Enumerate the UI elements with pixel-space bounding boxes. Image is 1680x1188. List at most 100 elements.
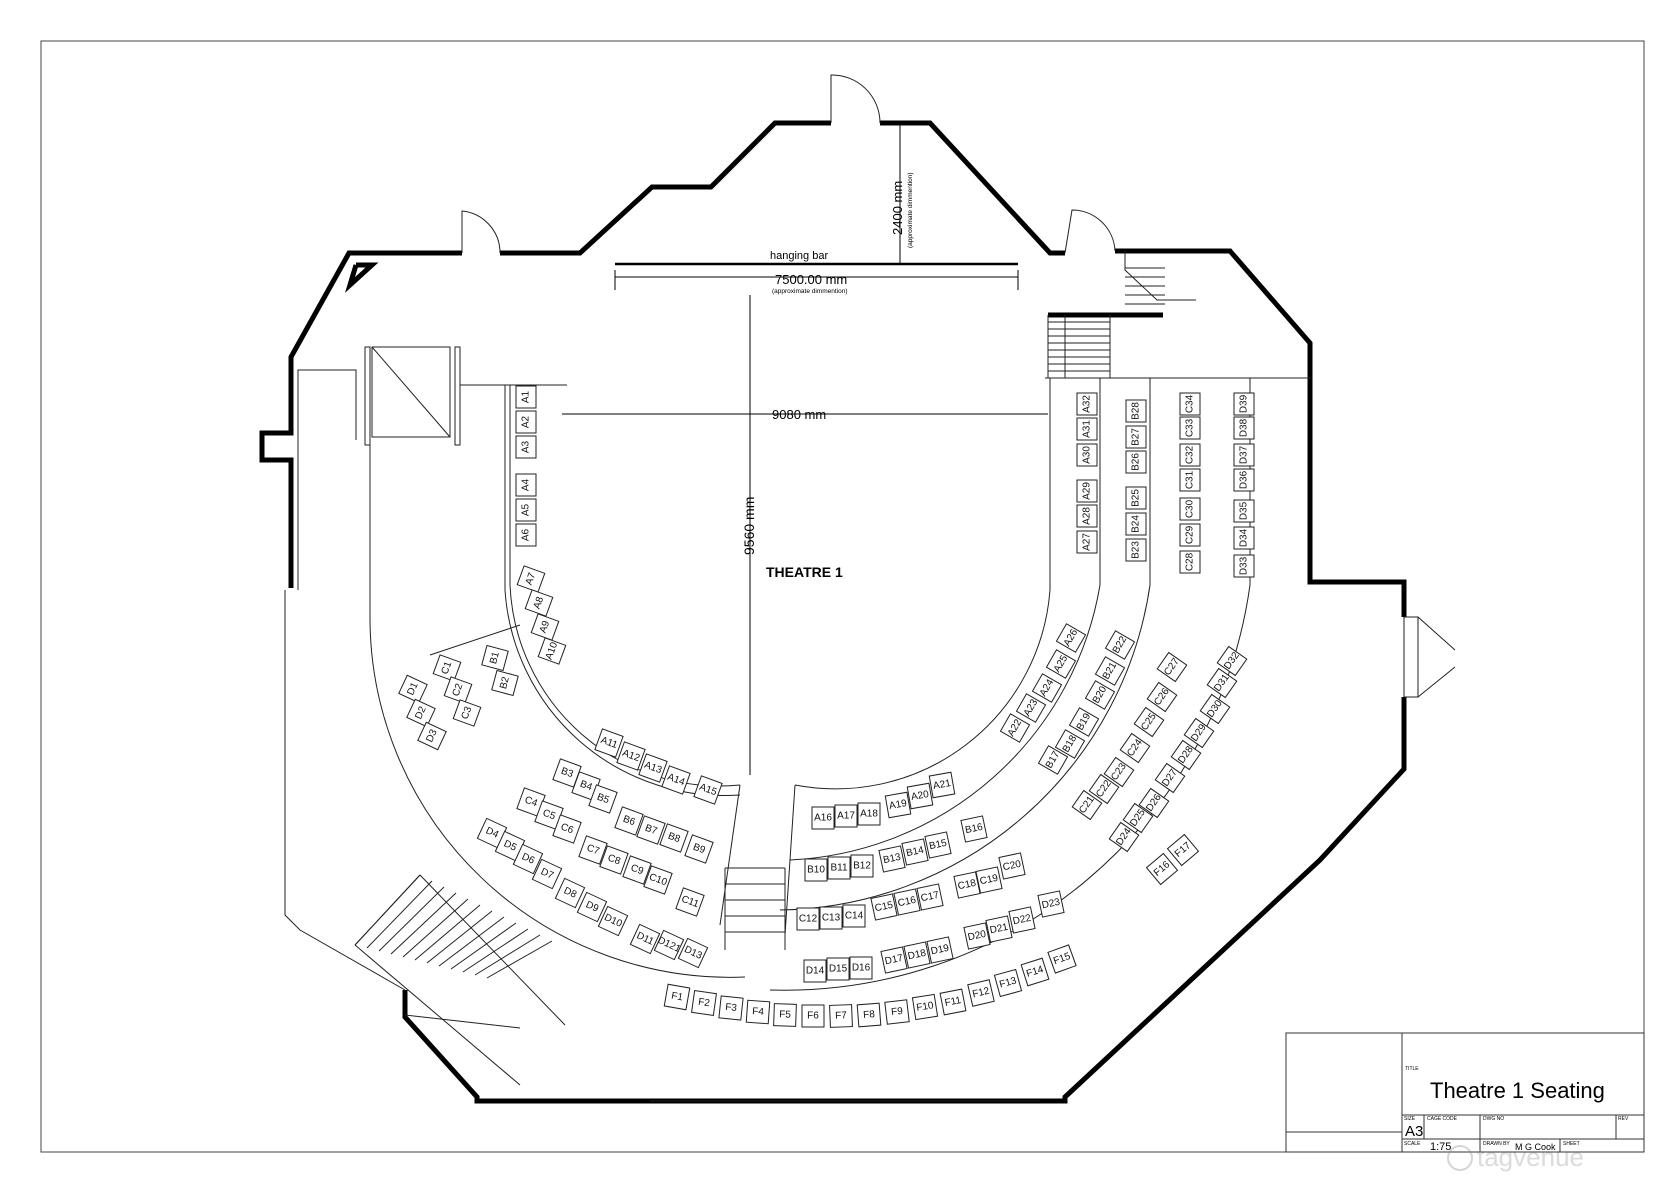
- seat-b6[interactable]: B6: [614, 806, 644, 836]
- seat-b20[interactable]: B20: [1084, 680, 1116, 710]
- seat-b25[interactable]: B25: [1125, 486, 1147, 510]
- seat-f15[interactable]: F15: [1047, 944, 1077, 974]
- seat-b21[interactable]: B21: [1094, 656, 1126, 686]
- seat-a32[interactable]: A32: [1076, 392, 1098, 416]
- seat-a10[interactable]: A10: [537, 637, 567, 665]
- seat-b27[interactable]: B27: [1125, 425, 1147, 449]
- seat-d9[interactable]: D9: [576, 891, 608, 923]
- seat-a6[interactable]: A6: [515, 523, 537, 547]
- seat-d1[interactable]: D1: [398, 674, 428, 704]
- seat-c10[interactable]: C10: [643, 865, 673, 895]
- seat-a5[interactable]: A5: [515, 498, 537, 522]
- seat-d22[interactable]: D22: [1008, 906, 1036, 934]
- seat-a9[interactable]: A9: [530, 613, 560, 641]
- seat-a29[interactable]: A29: [1076, 479, 1098, 503]
- seat-d121[interactable]: D121: [653, 929, 685, 961]
- seat-d28[interactable]: D28: [1170, 739, 1202, 771]
- seat-c24[interactable]: C24: [1119, 732, 1151, 764]
- seat-b23[interactable]: B23: [1125, 538, 1147, 562]
- seat-f7[interactable]: F7: [829, 1004, 853, 1028]
- seat-b1[interactable]: B1: [481, 644, 509, 672]
- seat-d19[interactable]: D19: [926, 936, 954, 964]
- seat-d11[interactable]: D11: [629, 923, 661, 955]
- seat-c33[interactable]: C33: [1179, 416, 1201, 440]
- seat-c25[interactable]: C25: [1133, 706, 1165, 738]
- seat-a1[interactable]: A1: [515, 385, 537, 409]
- seat-b15[interactable]: B15: [924, 831, 952, 859]
- seat-a12[interactable]: A12: [616, 741, 646, 771]
- seat-f5[interactable]: F5: [773, 1003, 797, 1027]
- seat-a3[interactable]: A3: [515, 435, 537, 459]
- seat-c16[interactable]: C16: [893, 888, 921, 916]
- seat-d31[interactable]: D31: [1206, 667, 1238, 699]
- seat-b10[interactable]: B10: [804, 858, 828, 882]
- seat-b19[interactable]: B19: [1068, 707, 1100, 737]
- seat-b28[interactable]: B28: [1125, 399, 1147, 423]
- seat-a2[interactable]: A2: [515, 410, 537, 434]
- seat-f11[interactable]: F11: [939, 988, 967, 1016]
- seat-d35[interactable]: D35: [1233, 499, 1255, 523]
- seat-c13[interactable]: C13: [819, 906, 843, 930]
- seat-d32[interactable]: D32: [1216, 645, 1248, 677]
- seat-b9[interactable]: B9: [684, 834, 714, 864]
- seat-c22[interactable]: C22: [1088, 773, 1120, 805]
- seat-d37[interactable]: D37: [1233, 443, 1255, 467]
- seat-d33[interactable]: D33: [1233, 554, 1255, 578]
- seat-d10[interactable]: D10: [597, 905, 629, 937]
- seat-a16[interactable]: A16: [811, 806, 835, 830]
- seat-a14[interactable]: A14: [661, 765, 691, 795]
- seat-b2[interactable]: B2: [491, 669, 519, 697]
- seat-d38[interactable]: D38: [1233, 416, 1255, 440]
- seat-a21[interactable]: A21: [928, 771, 956, 799]
- seat-a15[interactable]: A15: [693, 775, 723, 805]
- seat-b24[interactable]: B24: [1125, 512, 1147, 536]
- seat-b13[interactable]: B13: [878, 845, 906, 873]
- seat-c12[interactable]: C12: [796, 907, 820, 931]
- seat-c18[interactable]: C18: [953, 871, 981, 899]
- seat-a20[interactable]: A20: [906, 782, 934, 810]
- seat-c31[interactable]: C31: [1179, 468, 1201, 492]
- seat-d7[interactable]: D7: [531, 858, 563, 890]
- seat-f10[interactable]: F10: [911, 993, 939, 1021]
- seat-b18[interactable]: B18: [1054, 729, 1086, 759]
- seat-c30[interactable]: C30: [1179, 497, 1201, 521]
- seat-d27[interactable]: D27: [1154, 762, 1186, 794]
- seat-c8[interactable]: C8: [599, 845, 629, 875]
- seat-c2[interactable]: C2: [443, 676, 473, 704]
- seat-c5[interactable]: C5: [534, 800, 564, 830]
- seat-c34[interactable]: C34: [1179, 392, 1201, 416]
- seat-b5[interactable]: B5: [588, 784, 618, 814]
- seat-b8[interactable]: B8: [659, 823, 689, 853]
- seat-c6[interactable]: C6: [552, 814, 582, 844]
- seat-c28[interactable]: C28: [1179, 550, 1201, 574]
- seat-a28[interactable]: A28: [1076, 504, 1098, 528]
- seat-f4[interactable]: F4: [745, 999, 771, 1025]
- seat-c4[interactable]: C4: [516, 787, 546, 817]
- seat-d23[interactable]: D23: [1037, 890, 1065, 918]
- seat-b12[interactable]: B12: [850, 854, 874, 878]
- seat-a30[interactable]: A30: [1076, 443, 1098, 467]
- seat-a17[interactable]: A17: [834, 804, 858, 828]
- seat-c29[interactable]: C29: [1179, 523, 1201, 547]
- seat-b3[interactable]: B3: [552, 758, 582, 788]
- seat-f1[interactable]: F1: [663, 983, 691, 1011]
- seat-c32[interactable]: C32: [1179, 443, 1201, 467]
- seat-d39[interactable]: D39: [1233, 392, 1255, 416]
- seat-c27[interactable]: C27: [1156, 651, 1188, 683]
- seat-c19[interactable]: C19: [975, 866, 1003, 894]
- seat-d25[interactable]: D25: [1122, 802, 1154, 834]
- seat-b11[interactable]: B11: [827, 856, 851, 880]
- seat-a25[interactable]: A25: [1045, 649, 1077, 679]
- seat-f17[interactable]: F17: [1166, 833, 1200, 867]
- seat-c23[interactable]: C23: [1103, 756, 1135, 788]
- seat-a11[interactable]: A11: [594, 728, 624, 758]
- seat-c11[interactable]: C11: [675, 887, 705, 917]
- seat-d18[interactable]: D18: [903, 941, 931, 969]
- seat-d36[interactable]: D36: [1233, 468, 1255, 492]
- seat-d3[interactable]: D3: [417, 721, 447, 751]
- seat-d16[interactable]: D16: [849, 956, 873, 980]
- seat-c14[interactable]: C14: [842, 904, 866, 928]
- seat-d30[interactable]: D30: [1199, 693, 1231, 725]
- seat-c21[interactable]: C21: [1071, 789, 1103, 821]
- seat-d13[interactable]: D13: [677, 937, 709, 969]
